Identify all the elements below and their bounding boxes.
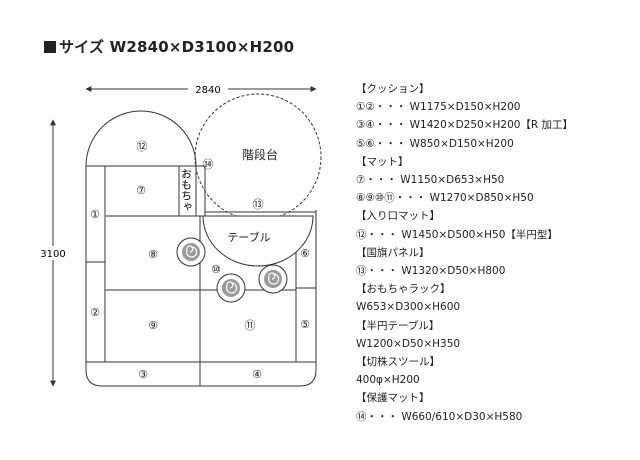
spec-line: 【おもちゃラック】	[356, 283, 451, 296]
page-title: サイズ W2840×D3100×H200	[44, 36, 294, 57]
outer-frame	[85, 166, 317, 387]
label-2: ②	[90, 306, 100, 319]
title-square-icon	[44, 41, 56, 53]
spec-line: 【国旗パネル】	[356, 246, 430, 259]
entrance-mat-12	[85, 110, 197, 167]
spec-line: ①②・・・ W1175×D150×H200	[356, 101, 521, 114]
spec-line: ③④・・・ W1420×D250×H200【R 加工】	[356, 119, 574, 132]
title-text: サイズ W2840×D3100×H200	[59, 38, 295, 56]
spec-line: ⑫・・・ W1450×D500×H50【半円型】	[356, 228, 558, 241]
spec-line: ⑧⑨⑩⑪・・・ W1270×D850×H50	[356, 192, 534, 205]
label-1: ①	[90, 208, 100, 221]
label-9: ⑨	[148, 319, 158, 332]
spec-line: 400φ×H200	[356, 374, 420, 387]
half-round-table	[202, 215, 314, 267]
label-8: ⑧	[148, 248, 158, 261]
stairs-circle	[194, 93, 322, 221]
spec-line: ⑭・・・ W660/610×D30×H580	[356, 410, 523, 423]
spec-line: ⑦・・・ W1150×D653×H50	[356, 174, 505, 187]
label-7: ⑦	[136, 184, 146, 197]
spec-line: 【半円テーブル】	[356, 319, 440, 332]
stump-stools	[176, 237, 288, 303]
toy-rack-label: おもちゃ	[180, 168, 193, 212]
table-label: テーブル	[227, 230, 270, 244]
label-12: ⑫	[137, 140, 148, 153]
spec-line: 【保護マット】	[356, 392, 430, 405]
stool-3	[258, 264, 288, 294]
label-5: ⑤	[300, 318, 310, 331]
spec-line: 【クッション】	[356, 83, 430, 95]
label-13: ⑬	[253, 198, 264, 211]
label-11: ⑪	[245, 319, 256, 332]
spec-line: ⑬・・・ W1320×D50×H800	[356, 265, 506, 278]
stool-1	[176, 237, 206, 267]
stairs-label: 階段台	[242, 147, 278, 162]
depth-dimension: 3100	[36, 119, 70, 387]
spec-line: 【マット】	[356, 155, 409, 168]
label-3: ③	[138, 368, 148, 381]
label-14: ⑭	[203, 158, 214, 171]
depth-label: 3100	[40, 249, 65, 260]
spec-list: 【クッション】 ①②・・・ W1175×D150×H200 ③④・・・ W1420×…	[356, 80, 636, 426]
spec-line: W1200×D50×H350	[356, 337, 461, 350]
label-4: ④	[252, 368, 262, 381]
spec-line: ⑤⑥・・・ W850×D150×H200	[356, 137, 514, 150]
width-label: 2840	[195, 85, 220, 96]
width-dimension: 2840	[85, 82, 317, 96]
spec-line: W653×D300×H600	[356, 301, 461, 314]
label-10: ⑩	[211, 263, 221, 276]
label-6: ⑥	[300, 247, 310, 260]
spec-line: 【入り口マット】	[356, 210, 440, 223]
stool-2	[216, 273, 246, 303]
spec-line: 【切株スツール】	[356, 356, 440, 369]
